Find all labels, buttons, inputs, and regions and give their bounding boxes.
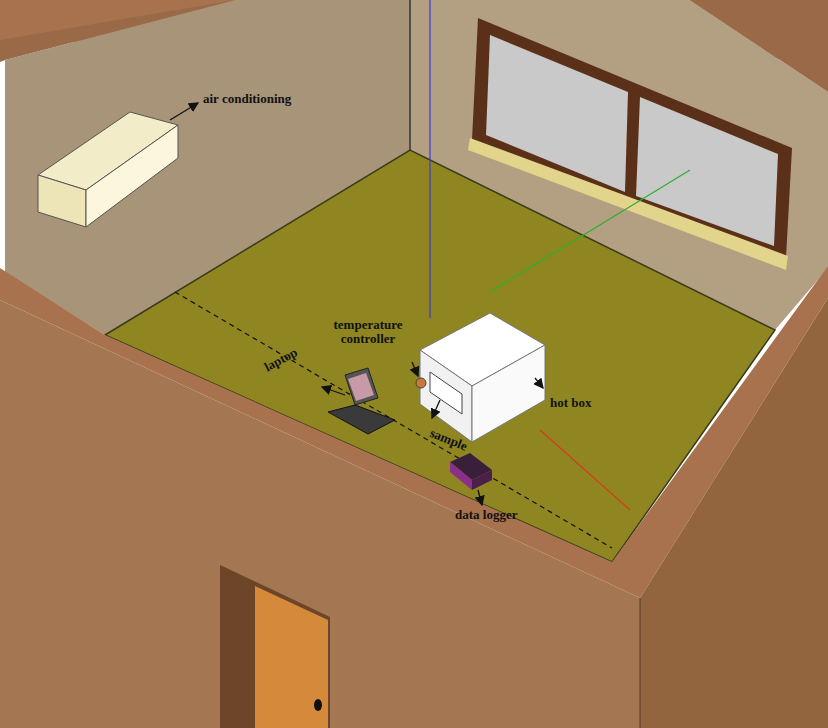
callout-label: data logger <box>455 508 555 522</box>
wall-cap <box>690 0 828 92</box>
callout-label: hot box <box>550 396 620 410</box>
hot-box <box>472 345 545 442</box>
leader-arrow <box>170 103 198 120</box>
door-knob <box>314 699 322 711</box>
axis-line <box>490 170 690 292</box>
window-glass <box>636 97 778 246</box>
axis-line <box>429 0 430 318</box>
laptop-screen <box>348 373 374 401</box>
data-logger <box>472 470 492 490</box>
window-glass <box>486 35 628 192</box>
ac-unit <box>86 125 178 227</box>
ac-unit <box>38 175 86 227</box>
wall-cap <box>0 0 235 62</box>
wall-corner <box>640 598 641 728</box>
laptop-base <box>328 405 395 434</box>
wall-corner <box>409 0 411 150</box>
leader-arrow <box>535 378 543 388</box>
door-frame <box>220 565 330 728</box>
window-frame <box>472 18 792 258</box>
sample <box>430 372 462 414</box>
leader-arrow <box>432 400 440 418</box>
leader-arrow <box>478 490 482 505</box>
front-wall <box>0 300 640 728</box>
door <box>255 586 328 728</box>
callout-label: air conditioning <box>203 92 343 106</box>
hot-box <box>420 350 472 442</box>
leader-arrow <box>322 387 345 395</box>
leader-arrow <box>412 362 418 376</box>
temperature-controller <box>416 378 426 388</box>
callout-label: temperature controller <box>322 318 414 346</box>
data-logger <box>450 462 472 490</box>
axis-line <box>540 430 630 510</box>
laptop-screen <box>345 368 378 405</box>
front-wall <box>640 298 828 728</box>
